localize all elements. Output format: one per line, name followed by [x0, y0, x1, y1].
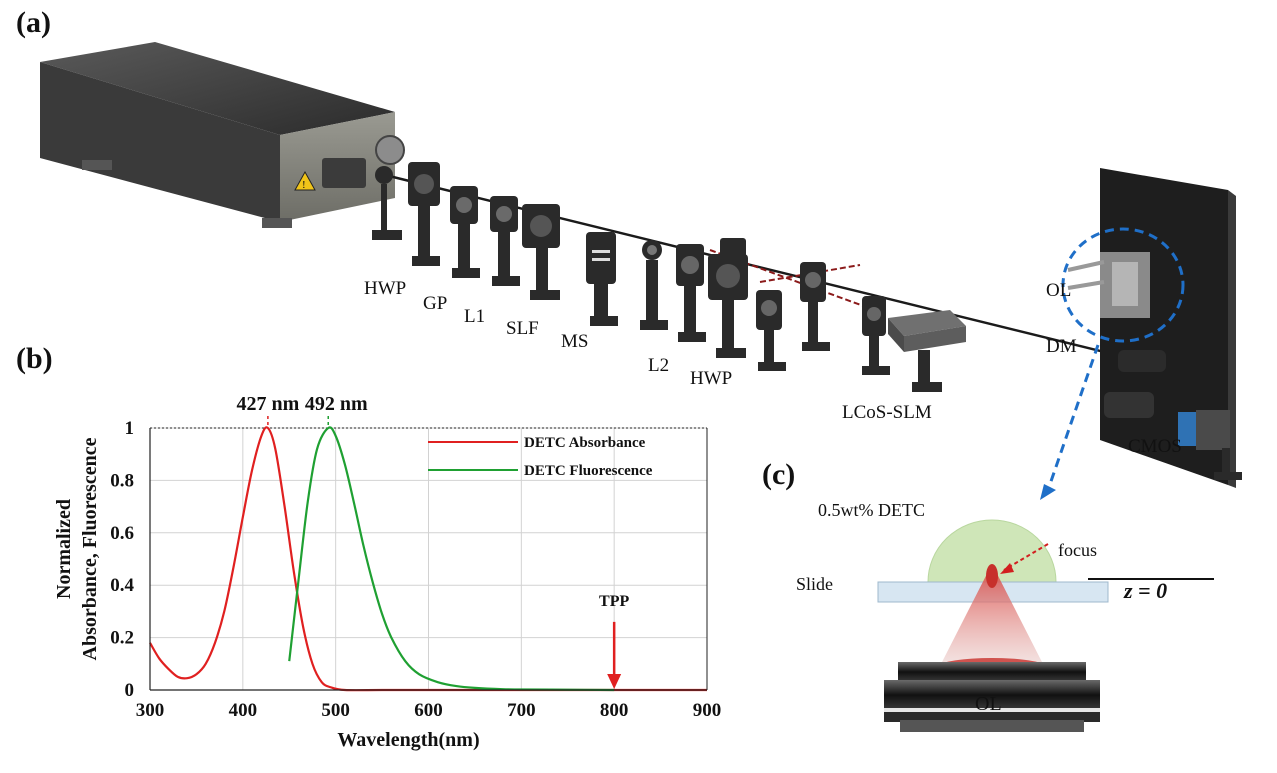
- label-z-zero: z = 0: [1124, 578, 1168, 603]
- y-tick-label: 0: [125, 680, 135, 701]
- panel-label-c: (c): [762, 458, 796, 491]
- label-detc-solution: 0.5wt% DETC: [818, 500, 925, 520]
- label-lcos-slm: LCoS-SLM: [842, 402, 932, 423]
- optical-mounts: [372, 162, 890, 375]
- spectra-chart: 300 400 500 600 700 800 900 0 0.2 0.4 0.6 0.8 1 427 …: [53, 393, 721, 751]
- x-tick-label: 900: [693, 700, 722, 721]
- series-fluorescence-line: [288, 426, 615, 692]
- label-ol-setup: OL: [1046, 280, 1072, 301]
- y-tick-label: 0.6: [110, 523, 134, 544]
- legend-fluorescence-label: DETC Fluorescence: [524, 463, 653, 479]
- detc-droplet: [927, 519, 1057, 583]
- annotation-tpp: TPP: [599, 593, 629, 610]
- label-slide: Slide: [796, 574, 834, 594]
- optical-setup-illustration: !: [40, 42, 1242, 500]
- y-axis-label-line-2: Absorbance, Fluorescence: [79, 437, 101, 660]
- label-focus: focus: [1058, 540, 1097, 560]
- label-ms: MS: [561, 331, 589, 352]
- x-tick-label: 600: [414, 700, 443, 721]
- lcos-slm-device: [888, 310, 966, 392]
- ol-highlight-circle: [1061, 227, 1185, 343]
- x-tick-label: 400: [229, 700, 257, 721]
- focus-arrow: [1003, 543, 1049, 571]
- label-dm: DM: [1046, 336, 1077, 357]
- y-tick-label: 0.4: [110, 575, 134, 596]
- zoom-pointer-arrow: [1046, 344, 1100, 491]
- y-tick-label: 0.8: [110, 470, 134, 491]
- annotation-427-nm: 427 nm: [236, 393, 299, 415]
- y-tick-label: 1: [125, 418, 135, 439]
- label-l2: L2: [648, 355, 670, 376]
- panel-label-b: (b): [16, 342, 53, 375]
- label-cmos: CMOS: [1128, 436, 1182, 457]
- label-slf: SLF: [506, 318, 539, 339]
- label-hwp-1: HWP: [364, 278, 407, 299]
- x-tick-label: 800: [600, 700, 629, 721]
- label-gp: GP: [423, 293, 448, 314]
- y-axis-label-line-1: Normalized: [53, 499, 75, 599]
- label-l1: L1: [464, 306, 486, 327]
- x-tick-label: 700: [507, 700, 536, 721]
- svg-text:!: !: [302, 179, 306, 191]
- x-axis-label: Wavelength(nm): [337, 729, 479, 751]
- panel-label-a: (a): [16, 6, 51, 39]
- y-tick-label: 0.2: [110, 628, 134, 649]
- laser-source: !: [40, 42, 405, 228]
- annotation-492-nm: 492 nm: [305, 393, 368, 415]
- x-tick-label: 300: [136, 700, 165, 721]
- objective-lens: [884, 662, 1100, 732]
- chart-ticks-group: 300 400 500 600 700 800 900 0 0.2 0.4 0.6 0.8 1: [110, 418, 721, 721]
- label-hwp-2: HWP: [690, 368, 733, 389]
- tpp-arrow-head: [607, 674, 622, 689]
- label-objective-lens: OL: [975, 693, 1002, 715]
- focus-diagram: [877, 519, 1214, 732]
- legend-absorbance-label: DETC Absorbance: [524, 435, 646, 451]
- x-tick-label: 500: [321, 700, 350, 721]
- focus-spot: [986, 564, 998, 588]
- laser-cone: [940, 564, 1044, 666]
